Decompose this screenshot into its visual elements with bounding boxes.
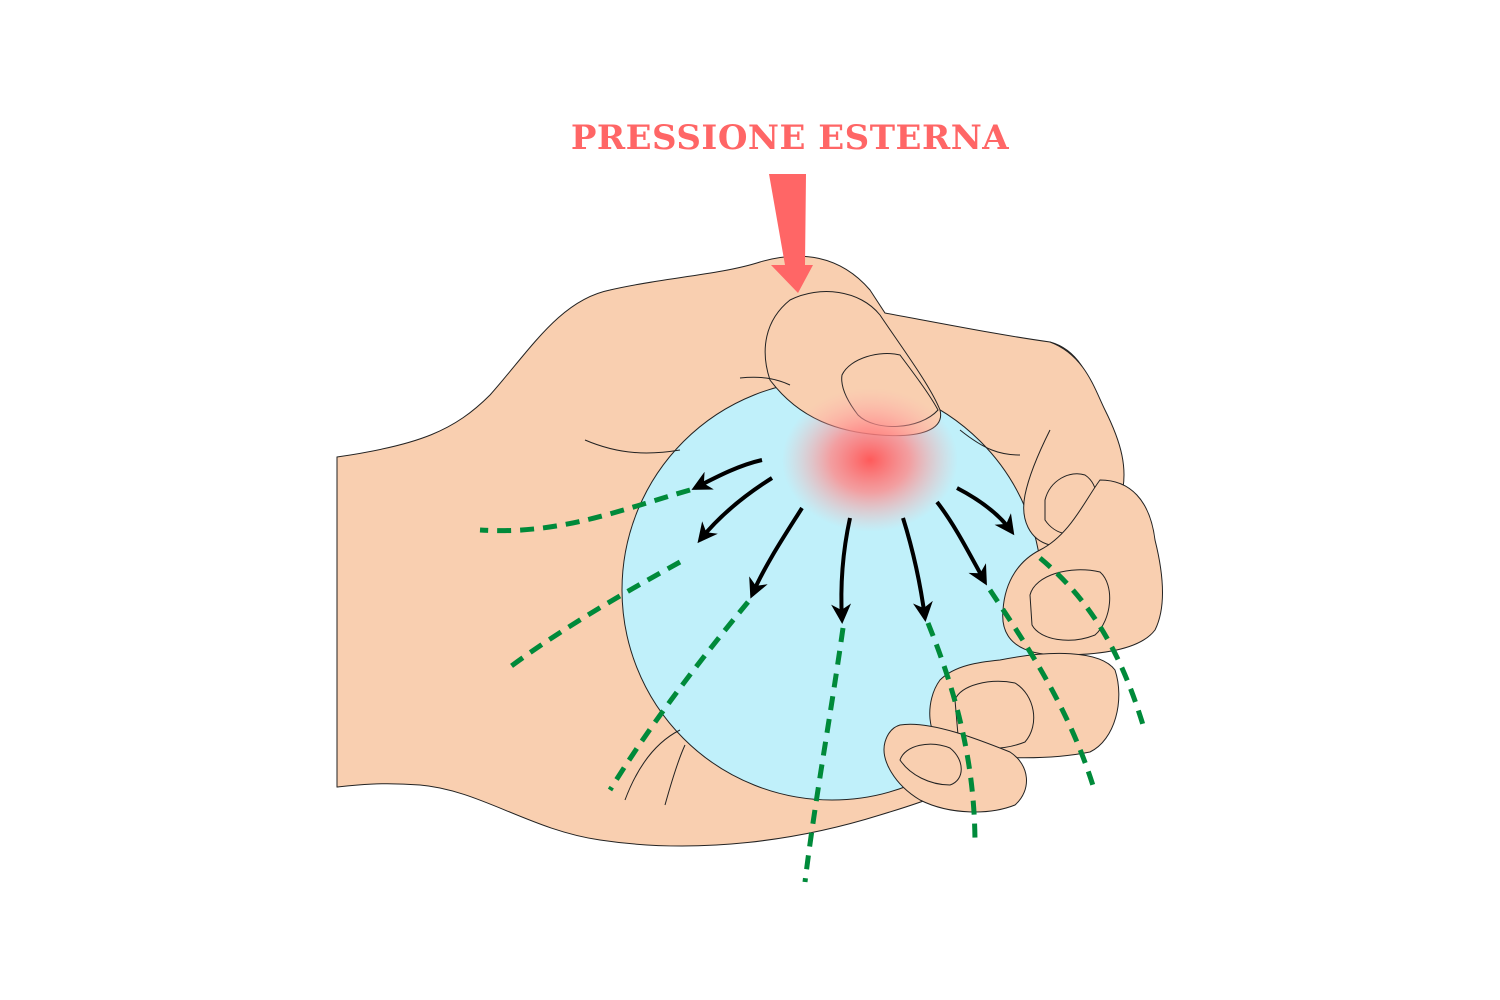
force-arrow: [831, 517, 852, 624]
dashed-flow-line: [802, 627, 846, 883]
force-arrow: [691, 458, 763, 490]
dashed-flow-line: [1038, 556, 1146, 726]
flow-lines: [479, 487, 1146, 883]
force-arrow: [956, 486, 1015, 536]
force-arrow: [901, 517, 933, 622]
force-arrow: [935, 500, 987, 586]
dashed-flow-line: [925, 622, 978, 846]
pressure-label: PRESSIONE ESTERNA: [570, 118, 1010, 158]
little-finger: [883, 723, 1027, 813]
dashed-flow-line: [607, 600, 750, 792]
force-arrow: [697, 476, 774, 544]
palm-crease: [584, 439, 681, 454]
dashed-flow-line: [987, 588, 1098, 793]
force-arrow: [749, 506, 804, 599]
pressure-zone: [782, 388, 958, 532]
palm-crease: [664, 744, 686, 806]
pressure-arrow: [769, 174, 813, 293]
force-arrows: [691, 458, 1015, 624]
palm-crease: [624, 729, 681, 801]
dashed-flow-line: [508, 559, 682, 670]
dashed-flow-line: [479, 487, 691, 534]
